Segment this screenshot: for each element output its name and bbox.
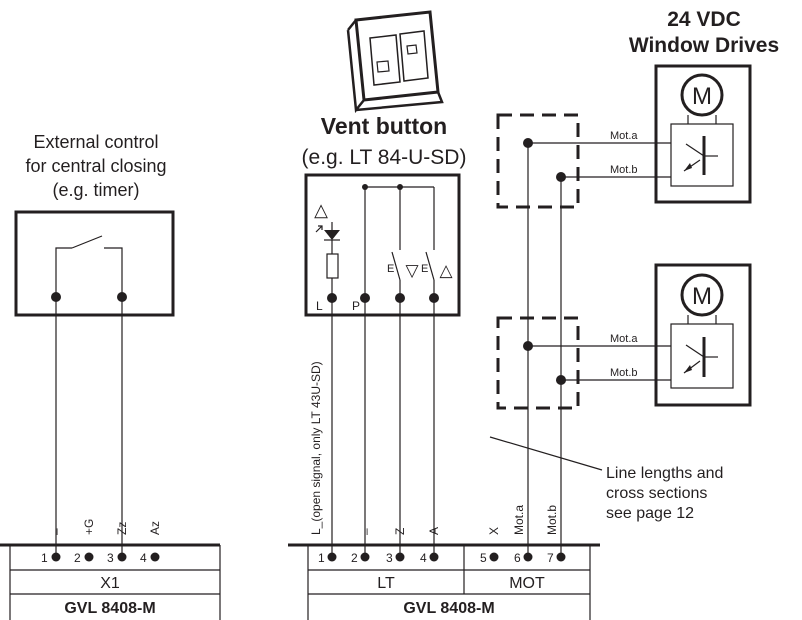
x1-wire-label-1: – xyxy=(49,528,63,535)
open-signal-note: L_(open signal, only LT 43U-SD) xyxy=(309,361,323,535)
vent-button-subtitle: (e.g. LT 84-U-SD) xyxy=(302,146,467,169)
external-control-line2: for central closing xyxy=(25,156,166,176)
drive-2-wire-a-label: Mot.a xyxy=(610,333,638,345)
mot-terminal-5: 5 xyxy=(480,551,487,565)
x1-wire-label-3: Zz xyxy=(115,522,129,535)
drive-2-wire-b-label: Mot.b xyxy=(610,367,638,379)
external-control-label: External control for central closing (e.… xyxy=(25,132,166,200)
terminal-lt-mot: – Z A X Mot.a Mot.b 1 2 3 4 5 6 7 LT MOT… xyxy=(288,505,600,620)
pin-l-label: L xyxy=(316,299,323,313)
vent-button-circuit: △ L P E ▽ E △ xyxy=(314,184,453,313)
mot-wire-label-5: X xyxy=(487,527,501,535)
motor-icon xyxy=(680,73,724,117)
window-drives-title-line2: Window Drives xyxy=(629,34,779,57)
pin-p-label: P xyxy=(352,299,360,313)
x1-wire-label-2: +G xyxy=(82,519,96,535)
resistor-icon xyxy=(326,253,339,279)
mot-wire-label-7: Mot.b xyxy=(545,505,559,535)
transistor-icon xyxy=(683,337,718,377)
motor-icon xyxy=(680,273,724,317)
external-control-box xyxy=(14,210,175,317)
note-line2: cross sections xyxy=(606,485,707,502)
x1-wire-label-4: Az xyxy=(148,521,162,535)
led-diode-icon xyxy=(315,222,340,254)
x1-terminal-2: 2 xyxy=(74,551,81,565)
drive-1-wire-a-label: Mot.a xyxy=(610,130,638,142)
terminal-x1: – +G Zz Az 1 2 3 4 X1 GVL 8408-M xyxy=(0,519,221,620)
led-arrow-up-icon: △ xyxy=(314,200,328,220)
right-device-label: GVL 8408-M xyxy=(403,600,494,617)
lt-terminal-2: 2 xyxy=(351,551,358,565)
x1-terminal-3: 3 xyxy=(107,551,114,565)
vent-button-title: Vent button xyxy=(321,113,447,139)
x1-block-label: X1 xyxy=(100,575,120,592)
note-line1: Line lengths and xyxy=(606,465,723,482)
arrow-down-icon: ▽ xyxy=(405,261,419,280)
external-control-line1: External control xyxy=(33,132,158,152)
mot-terminal-6: 6 xyxy=(514,551,521,565)
x1-terminal-4: 4 xyxy=(140,551,147,565)
drive-2-dashed-box xyxy=(496,316,580,410)
lt-wire-label-1: – xyxy=(359,528,373,535)
mot-wire-label-6: Mot.a xyxy=(512,505,526,535)
note-line3: see page 12 xyxy=(606,505,694,522)
lt-terminal-3: 3 xyxy=(386,551,393,565)
window-drives-title-line1: 24 VDC xyxy=(667,8,741,31)
lt-terminal-1: 1 xyxy=(318,551,325,565)
vent-button-device-icon xyxy=(346,10,444,114)
lt-wire-label-4: A xyxy=(427,527,441,535)
motor-symbol: M xyxy=(692,83,712,110)
switch-e1-label: E xyxy=(387,263,394,275)
external-control-line3: (e.g. timer) xyxy=(52,180,139,200)
lt-wire-label-3: Z xyxy=(393,528,407,535)
drive-1-dashed-box xyxy=(496,113,580,209)
mot-block-label: MOT xyxy=(509,575,545,592)
transistor-icon xyxy=(683,136,718,175)
drive-1-wire-b-label: Mot.b xyxy=(610,164,638,176)
lt-block-label: LT xyxy=(377,575,395,592)
lt-terminal-4: 4 xyxy=(420,551,427,565)
switch-e2-label: E xyxy=(421,263,428,275)
x1-terminal-1: 1 xyxy=(41,551,48,565)
x1-device-label: GVL 8408-M xyxy=(64,600,155,617)
window-drive-2: M xyxy=(654,263,752,407)
motor-symbol-2: M xyxy=(692,283,712,310)
mot-terminal-7: 7 xyxy=(547,551,554,565)
window-drive-1: M xyxy=(654,64,752,204)
arrow-up-icon: △ xyxy=(439,261,453,280)
note-leader-line xyxy=(489,436,603,471)
